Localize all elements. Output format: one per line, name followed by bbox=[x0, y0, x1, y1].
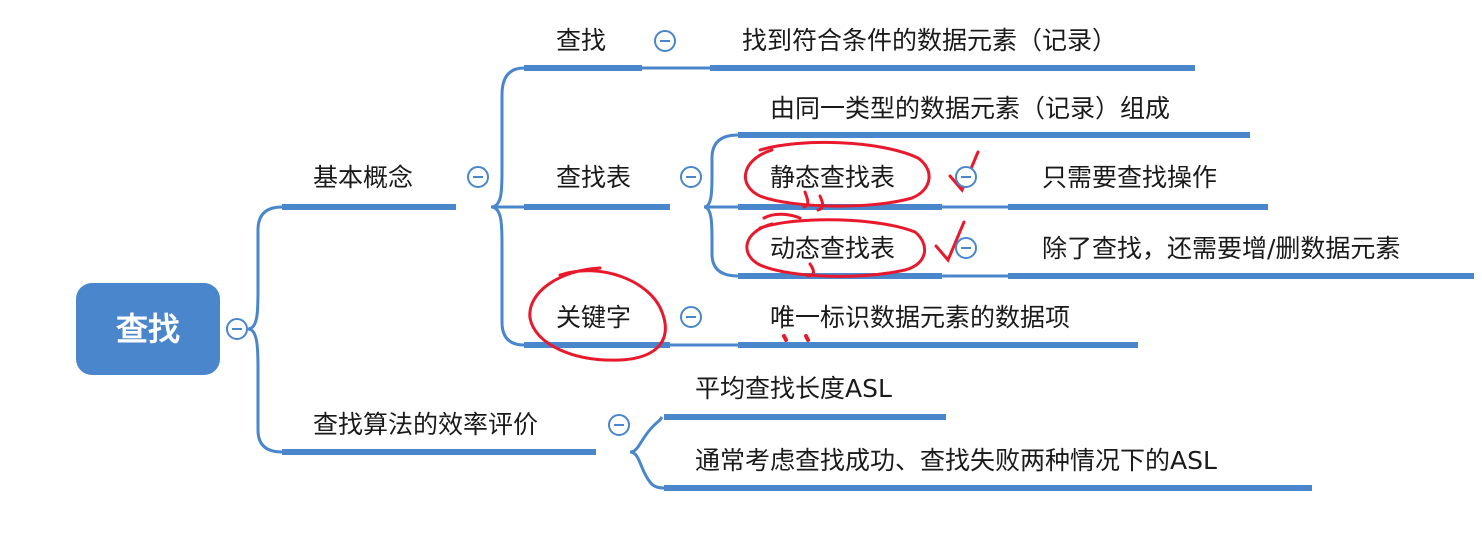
collapse-basic-icon[interactable] bbox=[467, 166, 489, 188]
dots-keyword-def bbox=[782, 334, 810, 342]
node-dynamic-desc[interactable]: 除了查找，还需要增/删数据元素 bbox=[1042, 234, 1401, 263]
connector-lines bbox=[247, 66, 739, 490]
circle-static-table bbox=[744, 140, 931, 208]
node-links bbox=[642, 66, 1008, 347]
circle-dynamic-table bbox=[745, 218, 926, 278]
connector-basic-keyword bbox=[490, 205, 525, 347]
connector-table-def bbox=[703, 133, 739, 209]
node-search-definition[interactable]: 找到符合条件的数据元素（记录） bbox=[742, 26, 1118, 55]
node-dynamic-table[interactable]: 动态查找表 bbox=[770, 234, 896, 263]
root-label: 查找 bbox=[115, 310, 180, 348]
connector-table-dynamic bbox=[703, 205, 739, 278]
collapse-search-icon[interactable] bbox=[654, 30, 676, 52]
connector-eff-note bbox=[629, 450, 665, 490]
collapse-table-icon[interactable] bbox=[680, 166, 702, 188]
collapse-efficiency-icon[interactable] bbox=[608, 414, 630, 436]
root-node[interactable]: 查找 bbox=[76, 283, 220, 375]
node-efficiency[interactable]: 查找算法的效率评价 bbox=[313, 410, 539, 439]
node-asl[interactable]: 平均查找长度ASL bbox=[695, 374, 892, 403]
node-search-table[interactable]: 查找表 bbox=[556, 163, 632, 192]
collapse-root-icon[interactable] bbox=[226, 318, 248, 340]
underline-bars bbox=[282, 65, 1474, 491]
node-static-table[interactable]: 静态查找表 bbox=[770, 163, 896, 192]
node-keyword[interactable]: 关键字 bbox=[556, 303, 632, 332]
circle-keyword bbox=[528, 266, 667, 362]
check-dynamic-icon bbox=[934, 220, 966, 263]
scribble-static-table bbox=[802, 190, 825, 212]
connector-root-basic bbox=[247, 205, 283, 331]
connector-root-efficiency bbox=[247, 327, 283, 454]
node-asl-note[interactable]: 通常考虑查找成功、查找失败两种情况下的ASL bbox=[695, 446, 1217, 475]
node-search[interactable]: 查找 bbox=[556, 26, 607, 55]
collapse-static-icon[interactable] bbox=[955, 166, 977, 188]
check-static-icon bbox=[948, 150, 980, 193]
node-keyword-definition[interactable]: 唯一标识数据元素的数据项 bbox=[770, 303, 1071, 332]
collapse-dynamic-icon[interactable] bbox=[955, 237, 977, 259]
collapse-keyword-icon[interactable] bbox=[680, 306, 702, 328]
connector-basic-search bbox=[490, 66, 525, 209]
handwritten-annotations bbox=[528, 140, 980, 362]
node-table-definition[interactable]: 由同一类型的数据元素（记录）组成 bbox=[770, 94, 1171, 123]
node-basic-concepts[interactable]: 基本概念 bbox=[313, 163, 414, 192]
node-static-desc[interactable]: 只需要查找操作 bbox=[1042, 163, 1218, 192]
scribble-dynamic-table bbox=[762, 212, 815, 278]
connector-eff-asl bbox=[629, 416, 664, 454]
